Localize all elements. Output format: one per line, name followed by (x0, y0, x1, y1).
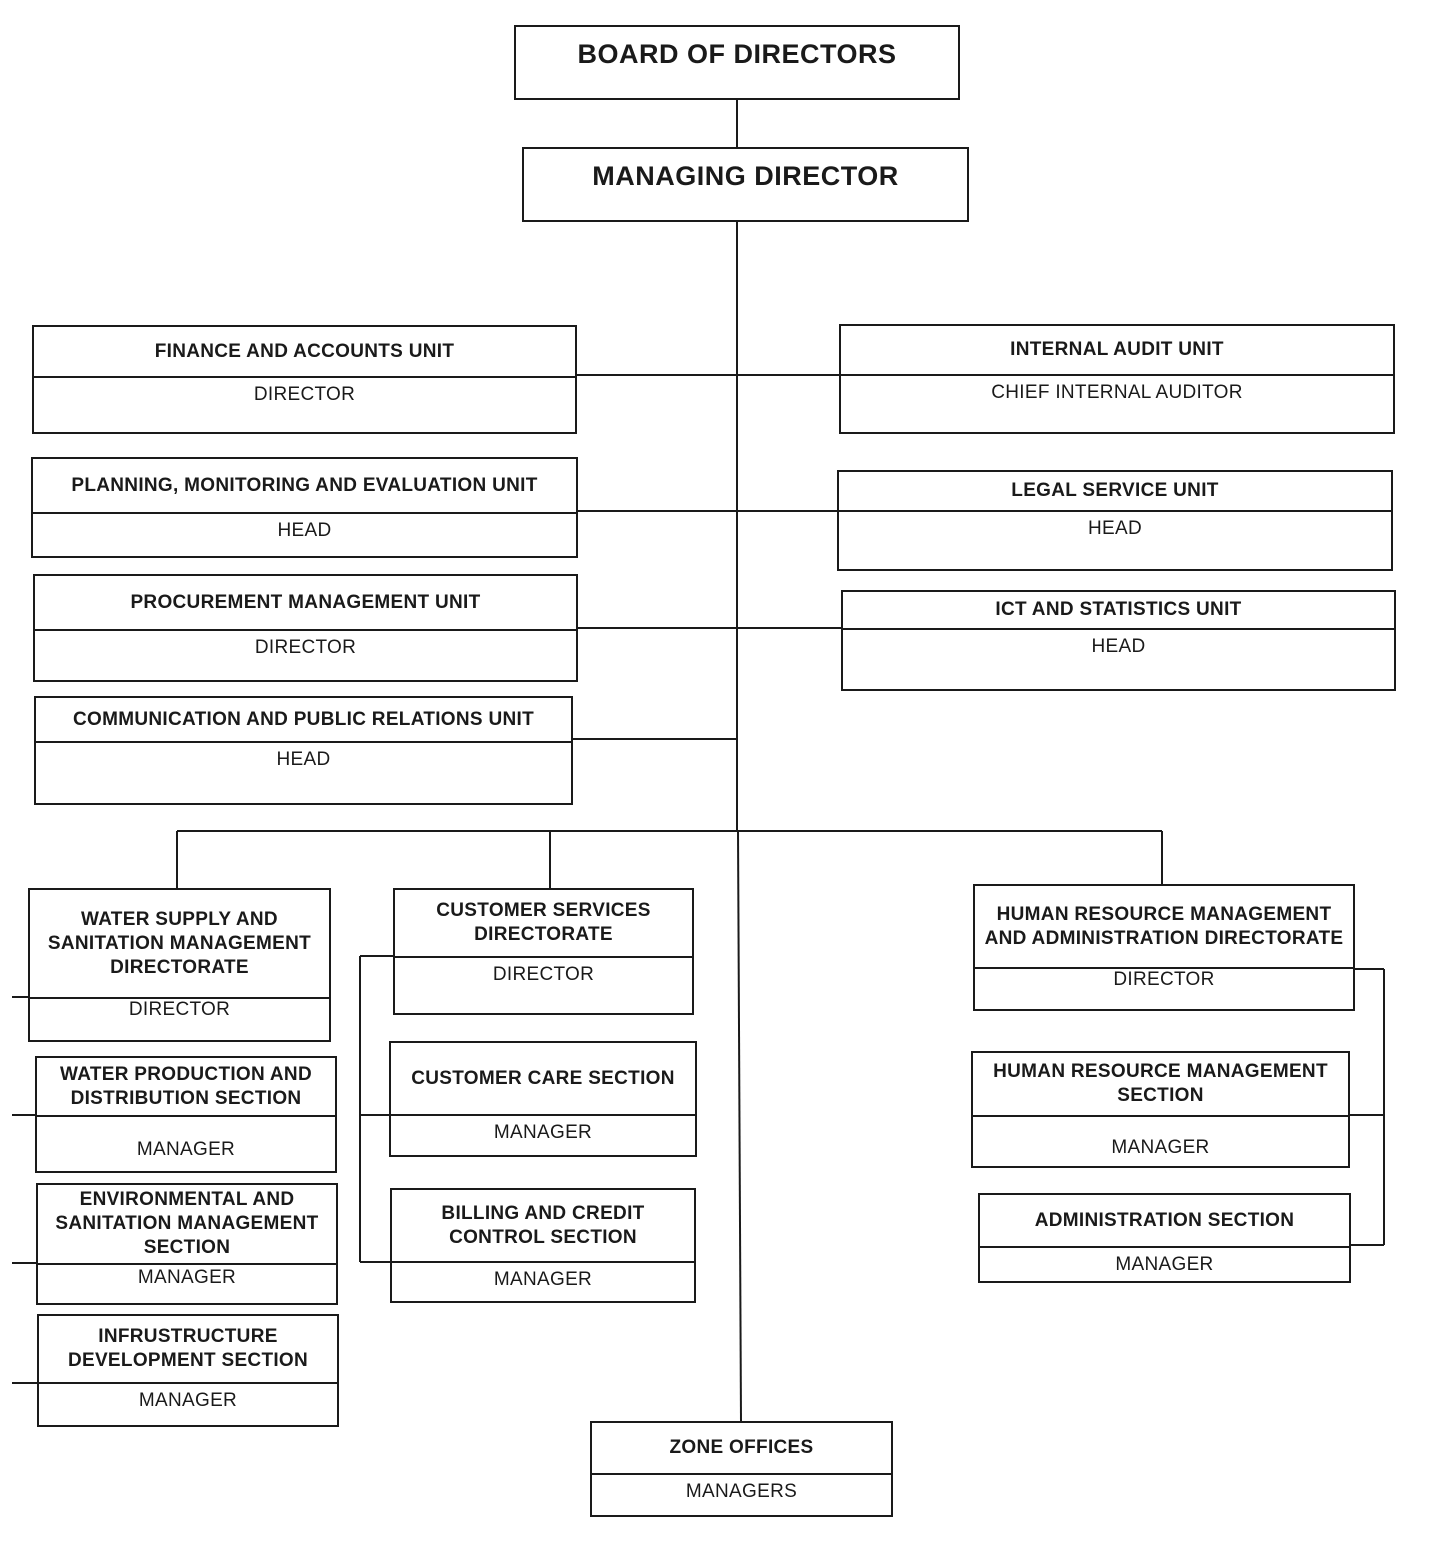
zone-offices-title: ZONE OFFICES (592, 1423, 891, 1475)
water-directorate-role: DIRECTOR (128, 999, 231, 1020)
board-title: BOARD OF DIRECTORS (577, 39, 897, 69)
zone-offices-role: MANAGERS (685, 1481, 798, 1502)
procurement-unit-box: PROCUREMENT MANAGEMENT UNIT DIRECTOR (33, 574, 578, 682)
md-title: MANAGING DIRECTOR (592, 161, 899, 191)
customer-directorate-title: CUSTOMER SERVICES DIRECTORATE (395, 890, 692, 958)
billing-section-title: BILLING AND CREDIT CONTROL SECTION (392, 1190, 694, 1263)
infrustructure-section-role: MANAGER (138, 1390, 238, 1411)
procurement-unit-title: PROCUREMENT MANAGEMENT UNIT (35, 576, 576, 631)
customer-care-section-role: MANAGER (493, 1122, 593, 1143)
hr-directorate-box: HUMAN RESOURCE MANAGEMENT AND ADMINISTRA… (973, 884, 1355, 1011)
ict-unit-box: ICT AND STATISTICS UNIT HEAD (841, 590, 1396, 691)
finance-unit-title: FINANCE AND ACCOUNTS UNIT (34, 327, 575, 378)
hr-directorate-role: DIRECTOR (1113, 969, 1215, 990)
hr-section-box: HUMAN RESOURCE MANAGEMENT SECTION MANAGE… (971, 1051, 1350, 1168)
communication-unit-box: COMMUNICATION AND PUBLIC RELATIONS UNIT … (34, 696, 573, 805)
billing-section-role: MANAGER (493, 1269, 593, 1290)
water-production-section-box: WATER PRODUCTION AND DISTRIBUTION SECTIO… (35, 1056, 337, 1173)
internal-audit-unit-box: INTERNAL AUDIT UNIT CHIEF INTERNAL AUDIT… (839, 324, 1395, 434)
customer-care-section-box: CUSTOMER CARE SECTION MANAGER (389, 1041, 697, 1157)
managing-director-box: MANAGING DIRECTOR (522, 147, 969, 222)
administration-section-role: MANAGER (1115, 1254, 1214, 1275)
communication-unit-title: COMMUNICATION AND PUBLIC RELATIONS UNIT (36, 698, 571, 743)
hr-section-title: HUMAN RESOURCE MANAGEMENT SECTION (973, 1053, 1348, 1117)
internal-audit-unit-role: CHIEF INTERNAL AUDITOR (991, 382, 1243, 403)
legal-unit-box: LEGAL SERVICE UNIT HEAD (837, 470, 1393, 571)
infrustructure-section-title: INFRUSTRUCTURE DEVELOPMENT SECTION (39, 1316, 337, 1384)
ict-unit-title: ICT AND STATISTICS UNIT (843, 592, 1394, 630)
customer-directorate-role: DIRECTOR (492, 964, 595, 985)
planning-unit-box: PLANNING, MONITORING AND EVALUATION UNIT… (31, 457, 578, 558)
board-of-directors-box: BOARD OF DIRECTORS (514, 25, 960, 100)
administration-section-box: ADMINISTRATION SECTION MANAGER (978, 1193, 1351, 1283)
legal-unit-title: LEGAL SERVICE UNIT (839, 472, 1391, 512)
internal-audit-unit-title: INTERNAL AUDIT UNIT (841, 326, 1393, 376)
billing-section-box: BILLING AND CREDIT CONTROL SECTION MANAG… (390, 1188, 696, 1303)
finance-unit-role: DIRECTOR (253, 384, 356, 405)
water-production-section-title: WATER PRODUCTION AND DISTRIBUTION SECTIO… (37, 1058, 335, 1117)
administration-section-title: ADMINISTRATION SECTION (980, 1195, 1349, 1248)
customer-directorate-box: CUSTOMER SERVICES DIRECTORATE DIRECTOR (393, 888, 694, 1015)
hr-directorate-title: HUMAN RESOURCE MANAGEMENT AND ADMINISTRA… (975, 886, 1353, 969)
planning-unit-role: HEAD (277, 520, 332, 541)
ict-unit-role: HEAD (1091, 636, 1146, 657)
customer-care-section-title: CUSTOMER CARE SECTION (391, 1043, 695, 1116)
communication-unit-role: HEAD (276, 749, 331, 770)
planning-unit-title: PLANNING, MONITORING AND EVALUATION UNIT (33, 459, 576, 514)
environmental-section-box: ENVIRONMENTAL AND SANITATION MANAGEMENT … (36, 1183, 338, 1305)
environmental-section-role: MANAGER (137, 1267, 237, 1288)
environmental-section-title: ENVIRONMENTAL AND SANITATION MANAGEMENT … (38, 1185, 336, 1265)
legal-unit-role: HEAD (1088, 518, 1142, 539)
water-directorate-box: WATER SUPPLY AND SANITATION MANAGEMENT D… (28, 888, 331, 1042)
procurement-unit-role: DIRECTOR (254, 637, 357, 658)
water-directorate-title: WATER SUPPLY AND SANITATION MANAGEMENT D… (30, 890, 329, 999)
water-production-section-role: MANAGER (136, 1139, 236, 1160)
infrustructure-section-box: INFRUSTRUCTURE DEVELOPMENT SECTION MANAG… (37, 1314, 339, 1427)
hr-section-role: MANAGER (1111, 1137, 1210, 1158)
zone-offices-box: ZONE OFFICES MANAGERS (590, 1421, 893, 1517)
finance-unit-box: FINANCE AND ACCOUNTS UNIT DIRECTOR (32, 325, 577, 434)
